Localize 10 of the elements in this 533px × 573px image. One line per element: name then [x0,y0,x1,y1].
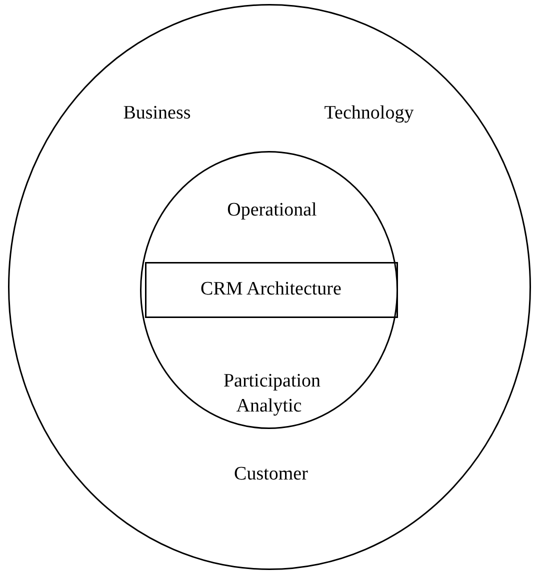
inner-ellipse [140,151,398,429]
label-text: Business [123,104,191,124]
label-text: CRM Architecture [200,280,342,300]
label-text: Technology [324,104,414,124]
label-text: Participation [223,372,321,392]
label-text: Customer [234,464,308,486]
label-text: Operational [227,200,317,222]
outer-ellipse [8,4,531,570]
title-box [145,262,398,318]
label-text: Analytic [236,396,302,418]
